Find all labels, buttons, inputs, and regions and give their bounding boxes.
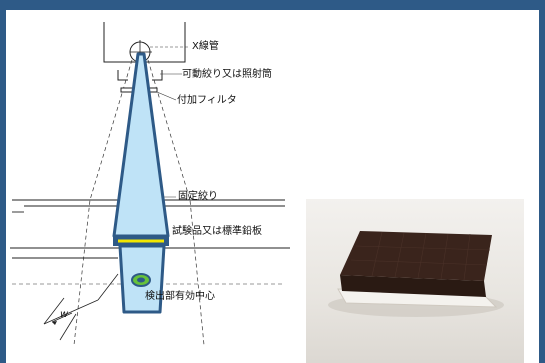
label-collimator: 可動絞り又は照射筒 bbox=[182, 67, 272, 80]
sample-block bbox=[340, 231, 492, 281]
xray-beam bbox=[112, 52, 170, 238]
collimator-shape bbox=[117, 70, 163, 81]
label-sample: 試験品又は標準鉛板 bbox=[172, 224, 262, 237]
label-xray-tube: X線管 bbox=[192, 39, 219, 52]
left-frame-bar bbox=[0, 0, 6, 363]
sample-photo bbox=[306, 199, 524, 363]
label-detector-center: 検出部有効中心 bbox=[145, 289, 215, 302]
right-frame-bar bbox=[539, 0, 545, 363]
label-fixed-aperture: 固定絞り bbox=[178, 189, 218, 202]
label-filter: 付加フィルタ bbox=[177, 93, 237, 106]
top-frame-bar bbox=[0, 0, 545, 10]
label-width-symbol: w bbox=[60, 309, 69, 320]
